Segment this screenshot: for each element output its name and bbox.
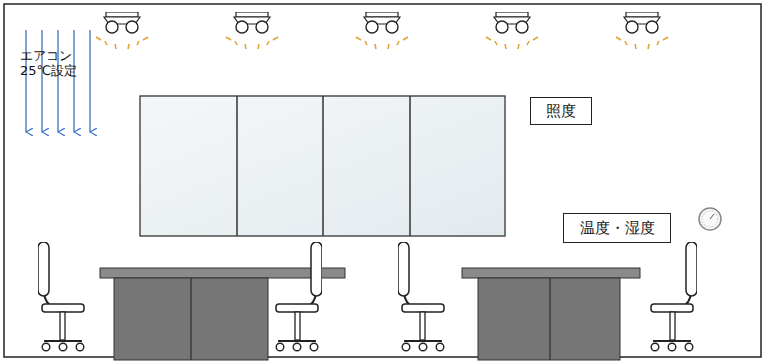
- ceiling-light: [96, 12, 148, 49]
- label-box: 照度: [530, 97, 592, 125]
- desk-divider: [190, 278, 191, 360]
- dial-needle: [710, 214, 714, 219]
- thermo-hygrometer: [699, 208, 721, 230]
- airflow-arrow: [57, 30, 58, 132]
- desk-body: [478, 278, 620, 360]
- ceiling-light: [226, 12, 278, 49]
- dial-scale: [702, 211, 718, 227]
- desk-top: [462, 268, 640, 278]
- ceiling-light: [356, 12, 408, 49]
- ceiling-light: [486, 12, 538, 49]
- airflow-arrow: [25, 30, 26, 132]
- label-box: 温度・湿度: [563, 213, 671, 243]
- airflow-arrow: [89, 30, 90, 132]
- aircon-setting-label: エアコン 25℃設定: [20, 48, 94, 78]
- panel-divider: [409, 96, 411, 236]
- desk-top: [100, 268, 345, 278]
- airflow-arrow: [73, 30, 74, 132]
- office-chair: [651, 242, 697, 351]
- office-chair: [398, 242, 444, 351]
- office-chair: [38, 242, 84, 351]
- office-chair: [651, 242, 697, 351]
- panel-divider: [236, 96, 238, 236]
- aircon-airflow: [26, 30, 90, 132]
- office-chair: [276, 242, 322, 351]
- ceiling-light: [616, 12, 668, 49]
- office-chair: [276, 242, 322, 351]
- window-panel: [140, 96, 505, 236]
- panel-divider: [322, 96, 324, 236]
- desk-body: [114, 278, 268, 360]
- box-label: 照度: [546, 102, 576, 120]
- desk-divider: [549, 278, 550, 360]
- airflow-arrow: [41, 30, 42, 132]
- box-label: 温度・湿度: [580, 219, 655, 237]
